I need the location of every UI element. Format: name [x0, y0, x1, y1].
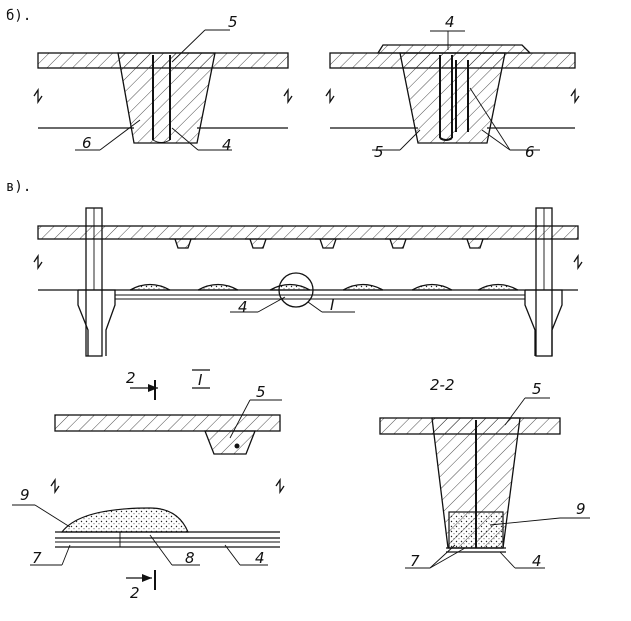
section-2-2: 2-2 5 9 7 4: [379, 376, 590, 570]
section-mark-2-bottom: 2: [130, 584, 140, 602]
floor-assembly-v: 4 I: [33, 207, 583, 357]
label-5: 5: [256, 383, 266, 401]
label-I: I: [330, 296, 335, 314]
slab-v: [37, 225, 579, 240]
label-4: 4: [222, 136, 232, 154]
slab-detail: [54, 414, 281, 432]
detail-b-left: 5 6 4: [33, 13, 293, 154]
label-7: 7: [32, 549, 42, 567]
label-4: 4: [238, 298, 248, 316]
label-6: 6: [525, 143, 535, 161]
detail-I-title: I: [198, 371, 203, 389]
section-label-b: б).: [6, 8, 31, 24]
label-8: 8: [185, 549, 195, 567]
label-7: 7: [410, 552, 420, 570]
label-5: 5: [374, 143, 384, 161]
section-2-2-title: 2-2: [430, 376, 455, 394]
detail-I-marker: [278, 272, 314, 308]
label-5: 5: [228, 13, 238, 31]
label-4: 4: [532, 552, 542, 570]
label-6: 6: [82, 134, 92, 152]
section-mark-2-top: 2: [126, 369, 136, 387]
label-5: 5: [532, 380, 542, 398]
section-label-v: в).: [6, 179, 31, 195]
label-9: 9: [576, 500, 586, 518]
label-4: 4: [255, 549, 265, 567]
rib-detail: [204, 430, 256, 455]
detail-b-right: 4 5 6: [325, 13, 580, 161]
joint-left-b: [117, 52, 216, 144]
label-4: 4: [445, 13, 455, 31]
detail-I: 2 I 5 9 7 8 4: [12, 369, 285, 602]
mortar-bed: [60, 507, 189, 533]
label-9: 9: [20, 486, 30, 504]
topping-right-b: [376, 44, 532, 54]
